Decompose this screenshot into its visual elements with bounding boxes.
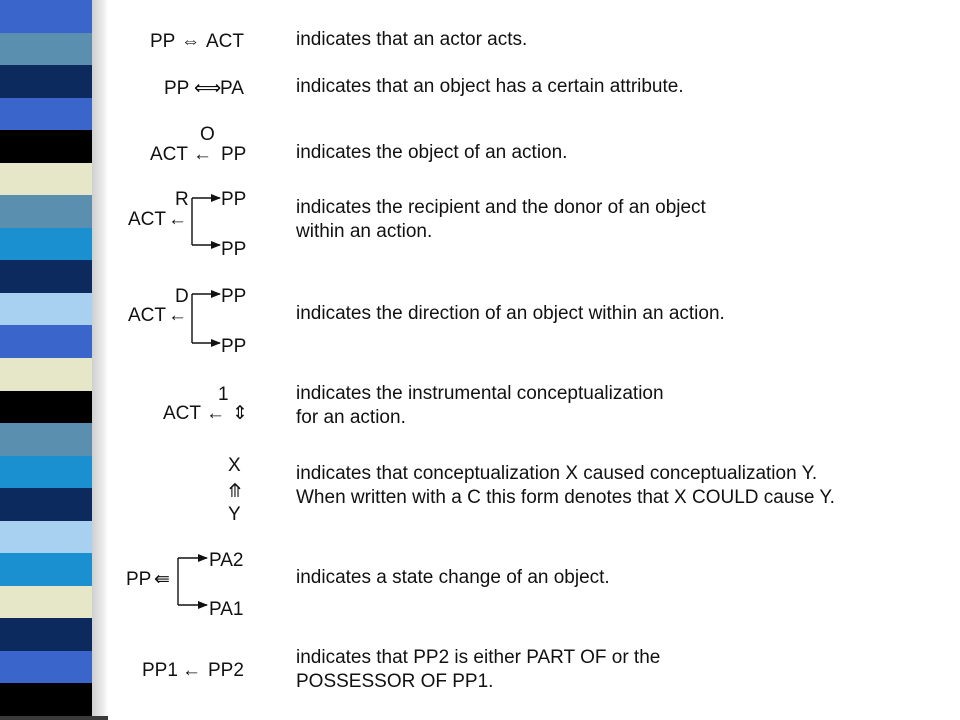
stripe-segment — [0, 162, 92, 196]
rule-4-bottom: PP — [221, 239, 246, 260]
stripe-segment — [0, 585, 92, 619]
symbol-column: PP ⇔ ACT PP ⟺ PA O ACT ← PP R ACT ← PP P… — [108, 0, 308, 720]
rule-3-arrow: ← — [193, 144, 212, 165]
rule-2-right: PA — [220, 78, 244, 99]
rule-4-top: PP — [221, 189, 246, 210]
rule-6-right: ⇕ — [232, 403, 248, 424]
rule-5-symbol: D ACT ← PP PP — [128, 286, 246, 357]
rule-3-left: ACT — [150, 144, 188, 165]
stripe-segment — [0, 325, 92, 359]
rule-8-bottom: PA1 — [209, 599, 244, 620]
rule-4-line-2: within an action. — [296, 221, 433, 242]
rule-5-top: PP — [221, 286, 246, 307]
stripe-shadow — [92, 0, 108, 720]
rule-2-line-1: indicates that an object has a certain a… — [296, 76, 684, 97]
rule-7-top: X — [228, 455, 241, 476]
stripe-segment — [0, 553, 92, 587]
rule-8-line-1: indicates a state change of an object. — [296, 567, 610, 588]
rule-6-description: indicates the instrumental conceptualiza… — [296, 382, 936, 430]
rule-5-description: indicates the direction of an object wit… — [296, 302, 936, 326]
stripe-segment — [0, 292, 92, 326]
rule-1-symbol: PP ⇔ ACT — [150, 31, 244, 52]
stripe-segment — [0, 32, 92, 66]
rule-7-bottom: Y — [228, 504, 241, 525]
rule-1-left: PP — [150, 31, 175, 52]
stripe-segment — [0, 97, 92, 131]
rule-6-label: 1 — [218, 384, 229, 405]
stripe-segment — [0, 195, 92, 229]
stripe-column — [0, 0, 92, 720]
rule-3-line-1: indicates the object of an action. — [296, 142, 568, 163]
rule-6-symbol: 1 ACT ← ⇕ — [163, 384, 248, 424]
stripe-segment — [0, 227, 92, 261]
stripe-segment — [0, 130, 92, 164]
rule-3-label: O — [200, 124, 215, 145]
rule-5-label: D — [175, 286, 189, 307]
rule-1-right: ACT — [206, 31, 244, 52]
stripe-base — [0, 716, 108, 720]
rule-6-left: ACT — [163, 403, 201, 424]
rule-1-line-1: indicates that an actor acts. — [296, 29, 528, 50]
rule-4-symbol: R ACT ← PP PP — [128, 189, 246, 260]
rule-9-right: PP2 — [208, 660, 244, 681]
rule-3-description: indicates the object of an action. — [296, 141, 936, 165]
rule-7-line-1: indicates that conceptualization X cause… — [296, 463, 818, 484]
rule-7-description: indicates that conceptualization X cause… — [296, 462, 936, 510]
stripe-segment — [0, 390, 92, 424]
stripe-segment — [0, 520, 92, 554]
rule-3-symbol: O ACT ← PP — [150, 124, 246, 165]
rule-1-arrow: ⇔ — [181, 31, 200, 52]
stripe-segment — [0, 0, 92, 34]
rule-6-arrow: ← — [206, 403, 225, 424]
rule-6-line-1: indicates the instrumental conceptualiza… — [296, 383, 664, 404]
stripe-segment — [0, 683, 92, 717]
rule-2-left: PP — [164, 78, 189, 99]
rule-9-line-1: indicates that PP2 is either PART OF or … — [296, 647, 661, 668]
rule-4-arrow: ← — [168, 209, 187, 230]
rule-8-top: PA2 — [209, 550, 244, 571]
rule-9-left: PP1 — [142, 660, 178, 681]
rule-5-bottom: PP — [221, 336, 246, 357]
rule-2-symbol: PP ⟺ PA — [164, 78, 244, 99]
rule-9-line-2: POSSESSOR OF PP1. — [296, 671, 494, 692]
rule-6-line-2: for an action. — [296, 407, 406, 428]
rule-7-symbol: X ⤊ Y — [227, 455, 243, 525]
stripe-segment — [0, 260, 92, 294]
stripe-segment — [0, 650, 92, 684]
rule-2-description: indicates that an object has a certain a… — [296, 75, 936, 99]
stripe-segment — [0, 455, 92, 489]
stripe-segment — [0, 358, 92, 392]
stripe-segment — [0, 65, 92, 99]
rule-8-symbol: PP ⇚ PA2 PA1 — [126, 550, 244, 620]
rule-1-description: indicates that an actor acts. — [296, 28, 936, 52]
rule-5-left: ACT — [128, 305, 166, 326]
stripe-segment — [0, 488, 92, 522]
rule-5-arrow: ← — [168, 305, 187, 326]
stripe-segment — [0, 618, 92, 652]
rule-7-line-2: When written with a C this form denotes … — [296, 487, 835, 508]
stripe-segment — [0, 423, 92, 457]
rule-8-left: PP — [126, 569, 151, 590]
rule-9-arrow: ← — [182, 660, 201, 681]
decorative-stripe-bar — [0, 0, 108, 720]
rule-9-description: indicates that PP2 is either PART OF or … — [296, 646, 936, 694]
rule-7-arrow: ⤊ — [227, 481, 243, 502]
rule-2-arrow: ⟺ — [194, 78, 221, 99]
rule-9-symbol: PP1 ← PP2 — [142, 660, 244, 681]
rule-3-right: PP — [221, 144, 246, 165]
rule-8-description: indicates a state change of an object. — [296, 566, 936, 590]
rule-4-left: ACT — [128, 209, 166, 230]
rule-4-label: R — [175, 189, 189, 210]
rule-5-line-1: indicates the direction of an object wit… — [296, 303, 725, 324]
rule-8-arrow: ⇚ — [154, 569, 170, 590]
rule-4-description: indicates the recipient and the donor of… — [296, 196, 936, 244]
rule-4-line-1: indicates the recipient and the donor of… — [296, 197, 706, 218]
symbols-svg: PP ⇔ ACT PP ⟺ PA O ACT ← PP R ACT ← PP P… — [126, 31, 248, 681]
